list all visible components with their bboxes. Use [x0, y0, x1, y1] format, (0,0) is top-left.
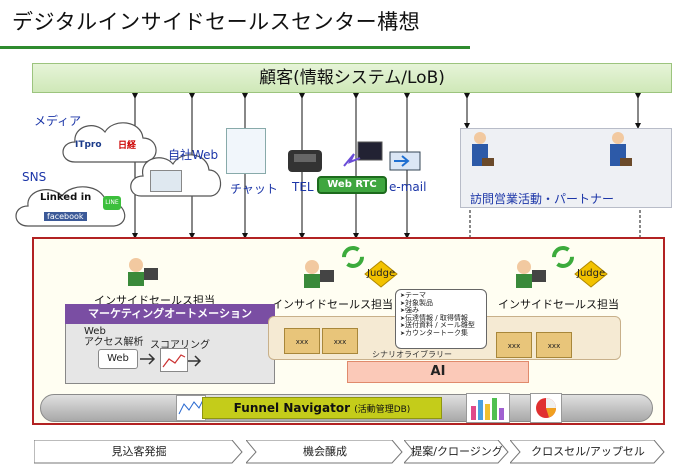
title-underline — [0, 46, 470, 49]
operator-icon — [304, 260, 334, 288]
visit-sales-box — [460, 128, 672, 208]
inside-sales-label-3: インサイドセールス担当 — [498, 298, 619, 311]
scenario-library-label: シナリオライブラリー — [372, 350, 452, 359]
inside-sales-label-2: インサイドセールス担当 — [272, 298, 393, 311]
chat-label: チャット — [230, 182, 278, 196]
nikkei-logo: 日経 — [118, 141, 137, 151]
sns-label: SNS — [22, 170, 47, 184]
salesperson-icon — [610, 132, 632, 166]
scenario-callout: テーマ 対象製品 強み 伝達情報 / 取得情報 送付資料 / メール雛型 カウン… — [395, 289, 487, 349]
sns-cloud-icon — [15, 186, 126, 227]
funnel-navigator-label: Funnel Navigator (活動管理DB) — [202, 397, 442, 419]
funnel-navigator-title: Funnel Navigator — [233, 401, 350, 415]
scenario-folder: xxx — [284, 328, 320, 354]
funnel-navigator-subtitle: (活動管理DB) — [354, 405, 411, 415]
tel-label: TEL — [292, 180, 314, 194]
arrow-right-icon — [188, 355, 202, 367]
judge-label: Judge — [367, 268, 396, 279]
linkedin-logo: Linked in — [40, 192, 92, 203]
itpro-logo: ITpro — [75, 140, 102, 150]
scenario-folder: xxx — [536, 332, 572, 358]
operator-icon — [516, 260, 546, 288]
phone-icon — [288, 150, 322, 172]
judge-node: Judge — [574, 260, 608, 288]
phase-closing: 提案/クロージング — [404, 440, 510, 464]
phase-label: クロスセル/アップセル — [531, 445, 645, 458]
callout-item: テーマ — [400, 291, 482, 300]
facebook-logo: facebook — [44, 212, 87, 221]
scoring-label: スコアリング — [150, 340, 210, 351]
web-analysis-label: Web アクセス解析 — [84, 326, 144, 348]
visit-label: 訪問営業活動・パートナー — [470, 192, 615, 206]
phase-prospecting: 見込客発掘 — [34, 440, 244, 464]
ownweb-label: 自社Web — [168, 148, 219, 162]
cycle-icon — [552, 246, 574, 268]
salesperson-icon — [472, 132, 494, 166]
ai-box: AI — [347, 361, 529, 383]
webrtc-icon — [343, 141, 383, 167]
scoring-chart-icon — [160, 348, 188, 372]
bar-chart-icon — [466, 393, 510, 423]
chat-screen-icon — [226, 128, 266, 174]
web-screenshot-icon — [150, 170, 182, 192]
callout-item: 送付資料 / メール雛型 — [400, 321, 482, 330]
page-title: デジタルインサイドセールスセンター構想 — [12, 10, 421, 34]
arrow-right-icon — [140, 353, 156, 365]
media-cloud-icon — [62, 122, 157, 163]
phase-label: 見込客発掘 — [111, 445, 167, 458]
phase-label: 機会醸成 — [303, 445, 347, 458]
line-logo: LINE — [103, 196, 121, 210]
media-label: メディア — [34, 114, 82, 128]
phase-nurturing: 機会醸成 — [246, 440, 404, 464]
cycle-icon — [342, 246, 364, 268]
marketing-automation-header: マーケティングオートメーション — [65, 304, 275, 324]
customer-bar: 顧客(情報システム/LoB) — [32, 63, 672, 93]
callout-item: 強み — [400, 306, 482, 315]
web-node: Web — [98, 349, 138, 369]
email-icon — [389, 151, 421, 171]
pie-chart-icon — [530, 393, 562, 423]
callout-item: 対象製品 — [400, 299, 482, 308]
callout-item: カウンタートーク集 — [400, 329, 482, 338]
scenario-folder: xxx — [322, 328, 358, 354]
inside-sales-label-1: インサイドセールス担当 — [94, 294, 215, 307]
phase-crosssell: クロスセル/アップセル — [510, 440, 666, 464]
phase-label: 提案/クロージング — [411, 445, 503, 458]
callout-item: 伝達情報 / 取得情報 — [400, 314, 482, 323]
judge-label: Judge — [577, 268, 606, 279]
line-chart-icon — [176, 395, 206, 421]
webrtc-badge: Web RTC — [317, 176, 387, 194]
email-label: e-mail — [389, 180, 427, 194]
judge-node: Judge — [364, 260, 398, 288]
scenario-folder: xxx — [496, 332, 532, 358]
operator-icon — [128, 258, 158, 286]
